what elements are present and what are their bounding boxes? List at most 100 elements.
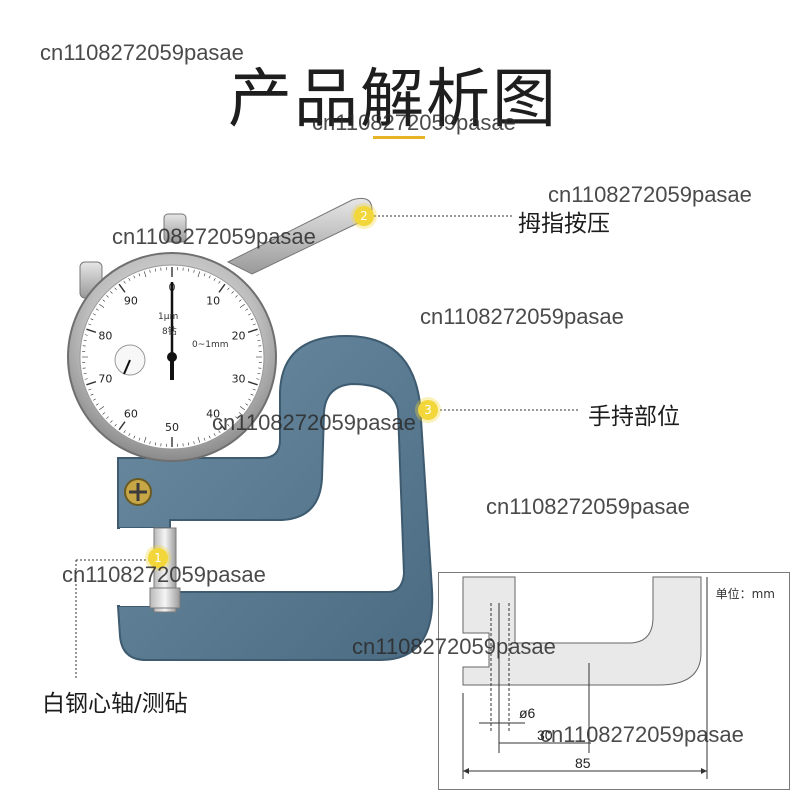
dial-tick	[128, 433, 131, 437]
dial-tick	[133, 435, 136, 439]
dial-tick	[208, 435, 211, 439]
dial-number: 90	[124, 294, 138, 307]
watermark-text: cn1108272059pasae	[486, 494, 690, 519]
dial-tick	[245, 308, 249, 311]
dial-tick	[110, 291, 113, 294]
dial-tick	[218, 421, 226, 431]
watermark-text: cn1108272059pasae	[112, 224, 316, 249]
dial-tick	[92, 398, 96, 401]
dial-tick	[128, 277, 131, 281]
dial-number: 20	[232, 329, 246, 342]
watermark-text: cn1108272059pasae	[352, 634, 556, 659]
dial-tick	[118, 283, 126, 293]
dial-tick	[106, 416, 109, 419]
dial-unit-label: 1μm	[158, 312, 179, 322]
dial-number: 10	[206, 294, 220, 307]
dial-tick	[235, 416, 238, 419]
dial-crown	[163, 213, 187, 243]
dial-tick	[235, 295, 238, 298]
title-underline	[373, 136, 425, 139]
dial-tick	[257, 373, 261, 375]
watermark-text: cn1108272059pasae	[62, 562, 266, 587]
dial-tick	[238, 299, 242, 302]
dial-tick	[227, 287, 230, 291]
dial-tick	[193, 441, 195, 445]
dial-tick	[118, 421, 126, 431]
dial-tick	[123, 280, 126, 284]
dial-tick	[238, 412, 242, 415]
dial-tick	[102, 412, 106, 415]
dial-tick	[239, 406, 245, 411]
dial-tick	[90, 318, 94, 321]
watermark-text: cn1108272059pasae	[312, 110, 516, 135]
dial-tick	[239, 303, 245, 308]
dial-range-label: 0~1mm	[192, 340, 229, 350]
dial-tick	[247, 328, 258, 333]
dial-number: 60	[124, 408, 138, 421]
dial-number: 30	[232, 373, 246, 386]
dial-tick	[143, 271, 147, 278]
dial-tick	[114, 423, 117, 427]
dial-tick	[256, 378, 260, 380]
dial-small-label: 8钻	[162, 327, 177, 337]
dial-tick	[197, 436, 201, 443]
dial-tick	[149, 441, 151, 445]
dial-tick	[90, 393, 94, 396]
dial-tick	[110, 420, 113, 423]
dim-diameter: ø6	[519, 705, 536, 721]
dial-tick	[83, 339, 87, 341]
dial-number: 50	[165, 421, 179, 434]
dial-tick	[84, 378, 88, 380]
dial-tick	[203, 437, 206, 441]
dial-tick	[92, 313, 96, 316]
watermark-text: cn1108272059pasae	[420, 304, 624, 329]
callout-badge-2: 2	[354, 206, 374, 226]
dial-tick	[143, 436, 147, 443]
dial-tick	[218, 280, 221, 284]
dial-tick	[84, 334, 88, 336]
dial-tick	[250, 318, 254, 321]
dial-gauge: 0102030405060708090	[67, 252, 277, 462]
callout-label-thumb: 拇指按压	[518, 211, 610, 237]
dial-tick	[106, 295, 109, 298]
dial-number: 80	[98, 329, 112, 342]
dial-tick	[102, 299, 106, 302]
callout-badge-3: 3	[418, 400, 438, 420]
dial-tick	[193, 269, 195, 273]
dial-tick	[208, 275, 211, 279]
technical-drawing: 单位：mm ø6 30 85	[438, 572, 790, 790]
technical-drawing-lines	[462, 576, 708, 779]
callout-label-spindle: 白钢心轴/测砧	[42, 691, 188, 717]
screw-icon	[124, 478, 152, 506]
dial-tick	[231, 420, 234, 423]
dial-tick	[227, 423, 230, 427]
dial-tick	[245, 403, 249, 406]
dial-tick	[197, 271, 201, 278]
dial-number: 40	[206, 408, 220, 421]
dial-tick	[99, 303, 105, 308]
dial-tick	[257, 339, 261, 341]
dial-tick	[95, 403, 99, 406]
dial-tick	[248, 398, 252, 401]
watermark-text: cn1108272059pasae	[548, 182, 752, 207]
dial-tick	[88, 323, 92, 326]
dial-tick	[252, 388, 256, 391]
dial-tick	[218, 430, 221, 434]
dial-tick	[83, 373, 87, 375]
dial-tick	[188, 268, 190, 272]
dial-number: 70	[98, 373, 112, 386]
dial-tick	[154, 268, 156, 272]
dial-tick	[213, 277, 216, 281]
dial-tick	[95, 308, 99, 311]
callout-label-handle: 手持部位	[588, 404, 680, 430]
dial-tick	[252, 323, 256, 326]
unit-label: 单位：mm	[715, 587, 775, 601]
anvil	[149, 587, 181, 609]
dial-tick	[248, 313, 252, 316]
dial-tick	[88, 388, 92, 391]
callout-badge-1: 1	[148, 548, 168, 568]
dial-tick	[86, 381, 97, 386]
dial-tick	[138, 273, 141, 277]
